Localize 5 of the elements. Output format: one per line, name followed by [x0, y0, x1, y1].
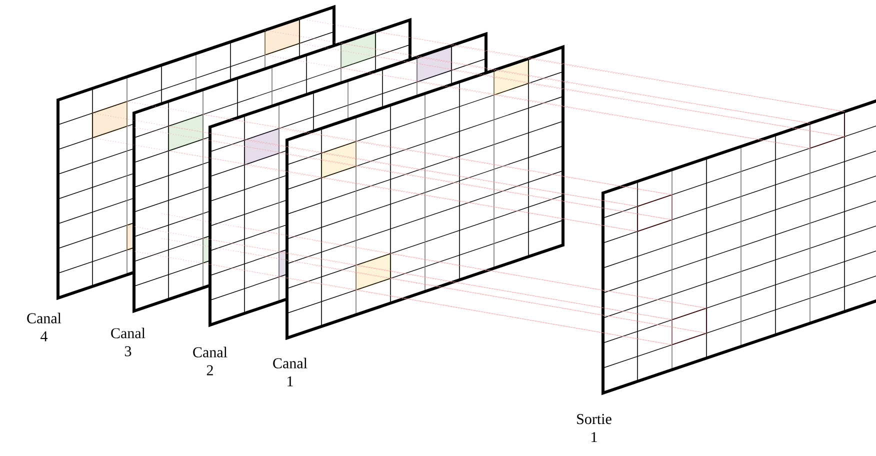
map-label: Canal 4: [27, 312, 62, 342]
map-label: Sortie 1: [577, 414, 612, 442]
map-label: Canal 2: [193, 346, 228, 376]
map-label: Canal 3: [111, 328, 146, 356]
map-label: Canal 1: [273, 358, 308, 386]
